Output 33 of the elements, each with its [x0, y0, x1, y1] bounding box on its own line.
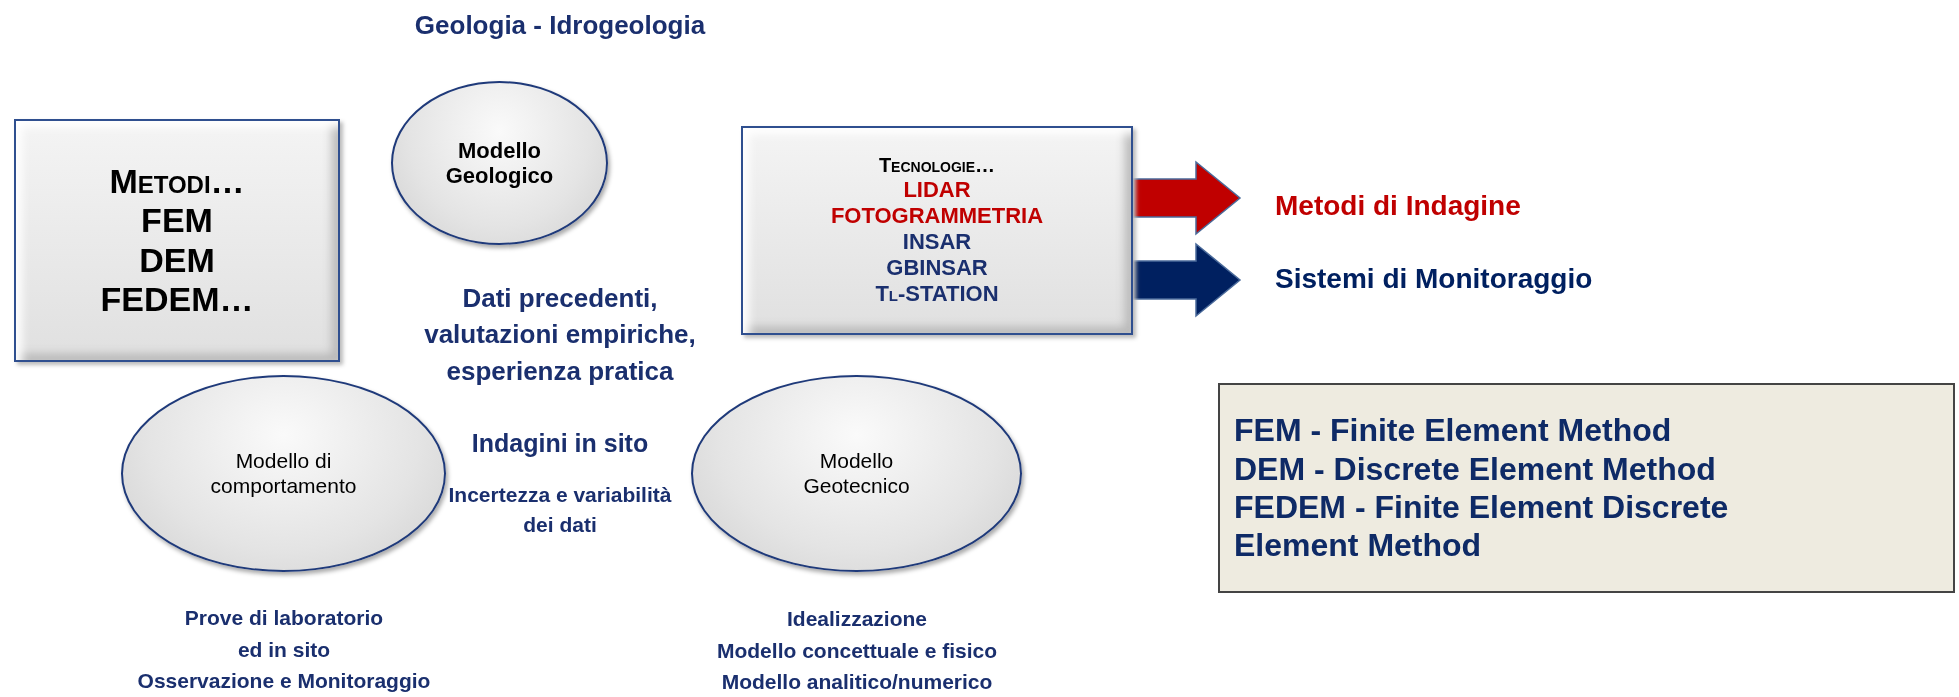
- block-arrow: [1132, 160, 1242, 236]
- node-text: INSAR: [902, 229, 972, 256]
- node-text: Metodi…: [109, 162, 245, 202]
- node-text: DEM: [139, 240, 215, 280]
- abbreviation-text: FEM - Finite Element Method: [1234, 411, 1672, 450]
- annotation-text: Incertezza e variabilità dei dati: [447, 482, 673, 539]
- abbreviation-box: [1218, 383, 1955, 593]
- abbreviation-text: FEDEM - Finite Element Discrete Element Method: [1234, 488, 1730, 565]
- annotation-text: Indagini in sito: [470, 428, 650, 458]
- technology-box: [741, 126, 1133, 335]
- node-text: Modello Geologico: [444, 137, 555, 189]
- caption-text: Idealizzazione: [785, 607, 928, 631]
- caption-text: Modello concettuale e fisico: [715, 639, 999, 663]
- abbreviation-text: DEM - Discrete Element Method: [1234, 449, 1716, 488]
- annotation-text: Dati precedenti, valutazioni empiriche, esperienza pratica: [423, 282, 697, 388]
- node-text: Modello di comportamento: [209, 449, 358, 498]
- node-text: FOTOGRAMMETRIA: [830, 203, 1044, 230]
- node-text: Metodi di Indagine: [1275, 189, 1521, 223]
- node-text: FEDEM…: [100, 279, 254, 319]
- caption-text: Osservazione e Monitoraggio: [136, 669, 432, 693]
- node-text: Tecnologie…: [878, 153, 996, 178]
- node-text: FEM: [141, 201, 213, 241]
- caption-text: Modello analitico/numerico: [720, 670, 994, 694]
- node-text: Modello Geotecnico: [802, 449, 911, 498]
- caption-text: ed in sito: [236, 638, 332, 662]
- node-text: Tl-STATION: [875, 281, 999, 308]
- node-text: LIDAR: [903, 177, 971, 204]
- block-arrow: [1132, 242, 1242, 318]
- method-box: [14, 119, 340, 362]
- caption-text: Geologia - Idrogeologia: [413, 10, 707, 41]
- node-text: GBINSAR: [886, 255, 988, 282]
- node-text: Sistemi di Monitoraggio: [1275, 262, 1593, 296]
- caption-text: Prove di laboratorio: [183, 606, 385, 630]
